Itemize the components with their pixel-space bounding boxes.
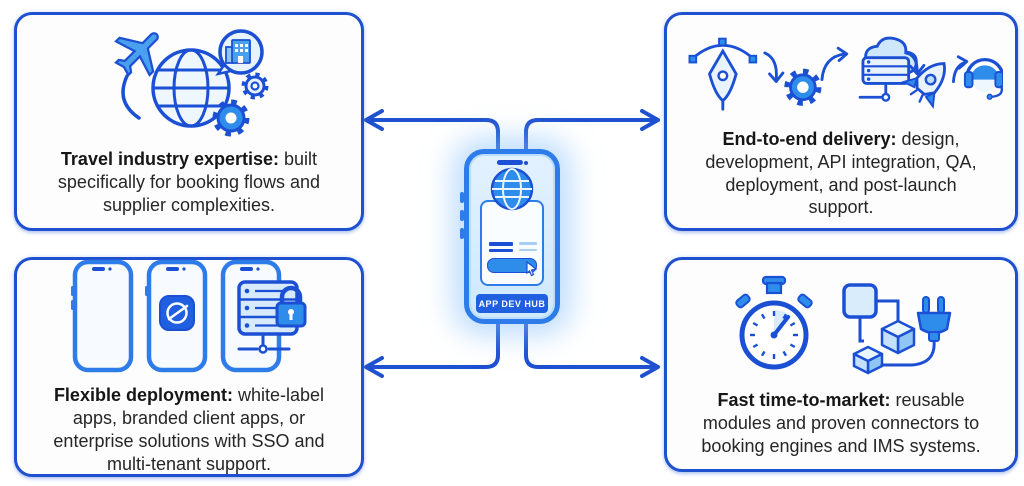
phone-side-button bbox=[460, 210, 464, 221]
padlock-icon bbox=[275, 286, 307, 328]
app-screen-card bbox=[480, 200, 544, 286]
card-speed-text: Fast time-to-market: reusable modules an… bbox=[693, 389, 989, 458]
card-delivery-text: End-to-end delivery: design, development… bbox=[700, 128, 982, 219]
modules-icon bbox=[842, 283, 916, 375]
card-deploy-title: Flexible deployment: bbox=[53, 385, 233, 406]
hub-smartphone: APP DEV HUB bbox=[460, 149, 560, 324]
arrowhead-right-bottom bbox=[640, 356, 660, 378]
card-deploy-text: Flexible deployment: white-label apps, b… bbox=[44, 384, 334, 475]
gear-icon bbox=[784, 68, 822, 106]
arrow-bottom-right bbox=[524, 319, 658, 369]
card-speed-title: Fast time-to-market: bbox=[717, 390, 891, 411]
deployment-icon-cluster bbox=[69, 258, 309, 376]
building-badge-icon bbox=[215, 29, 264, 77]
card-delivery-body: design, development, API integration, QA… bbox=[705, 128, 977, 218]
card-travel-expertise: Travel industry expertise: built specifi… bbox=[14, 12, 364, 231]
headset-agent-icon bbox=[963, 57, 1003, 100]
travel-icon-cluster bbox=[103, 26, 275, 140]
arrowhead-left-top bbox=[364, 109, 384, 131]
card-flexible-deployment: Flexible deployment: white-label apps, b… bbox=[14, 257, 364, 477]
button-with-cursor-icon bbox=[487, 258, 538, 277]
branded-app-phone-icon bbox=[145, 260, 208, 373]
card-speed-body: reusable modules and proven connectors t… bbox=[701, 390, 981, 456]
phone-side-button bbox=[460, 228, 464, 239]
rocket-icon bbox=[901, 61, 946, 109]
speed-illustration bbox=[735, 276, 952, 375]
arrowhead-left-bottom bbox=[364, 356, 384, 378]
hub-badge: APP DEV HUB bbox=[476, 294, 548, 313]
stopwatch-icon bbox=[735, 276, 813, 370]
gear-icon-small bbox=[241, 72, 269, 100]
deployment-illustration bbox=[71, 260, 307, 373]
arrow-top-right bbox=[524, 118, 658, 155]
globe-icon bbox=[490, 167, 534, 211]
airplane-icon bbox=[114, 32, 159, 78]
travel-illustration bbox=[114, 29, 269, 137]
flow-arrow-icon bbox=[820, 46, 849, 81]
card-delivery-title: End-to-end delivery: bbox=[722, 128, 897, 149]
motion-trail bbox=[121, 74, 141, 120]
phone-camera-dot bbox=[524, 160, 529, 165]
flow-arrow-icon bbox=[952, 55, 969, 83]
arrow-bottom-left bbox=[366, 319, 500, 369]
delivery-icon-cluster bbox=[679, 24, 1003, 120]
server-lock-phone-icon bbox=[220, 260, 307, 373]
card-deploy-body: white-label apps, branded client apps, o… bbox=[53, 385, 325, 474]
text-lines-dark bbox=[489, 242, 513, 255]
card-travel-title: Travel industry expertise: bbox=[60, 149, 280, 170]
speed-icon-cluster bbox=[716, 271, 966, 381]
pen-tool-icon bbox=[688, 37, 758, 111]
gear-icon-large bbox=[212, 99, 250, 137]
flow-arrow-icon bbox=[904, 51, 926, 76]
flow-arrow-icon bbox=[763, 51, 785, 83]
cloud-server-icon bbox=[858, 36, 918, 102]
card-end-to-end-delivery: End-to-end delivery: design, development… bbox=[664, 12, 1018, 231]
phone-side-button bbox=[460, 192, 464, 203]
phone-icon bbox=[71, 260, 134, 373]
text-lines-light bbox=[519, 242, 537, 255]
arrowhead-right-top bbox=[640, 109, 660, 131]
phone-notch bbox=[496, 160, 523, 165]
arrow-top-left bbox=[366, 118, 500, 155]
card-travel-text: Travel industry expertise: built specifi… bbox=[41, 148, 337, 217]
card-travel-body: built specifically for booking flows and… bbox=[57, 149, 321, 215]
cursor-icon bbox=[526, 261, 538, 277]
delivery-illustration bbox=[688, 36, 1003, 111]
plug-icon bbox=[880, 296, 952, 367]
card-fast-time-to-market: Fast time-to-market: reusable modules an… bbox=[664, 257, 1018, 472]
